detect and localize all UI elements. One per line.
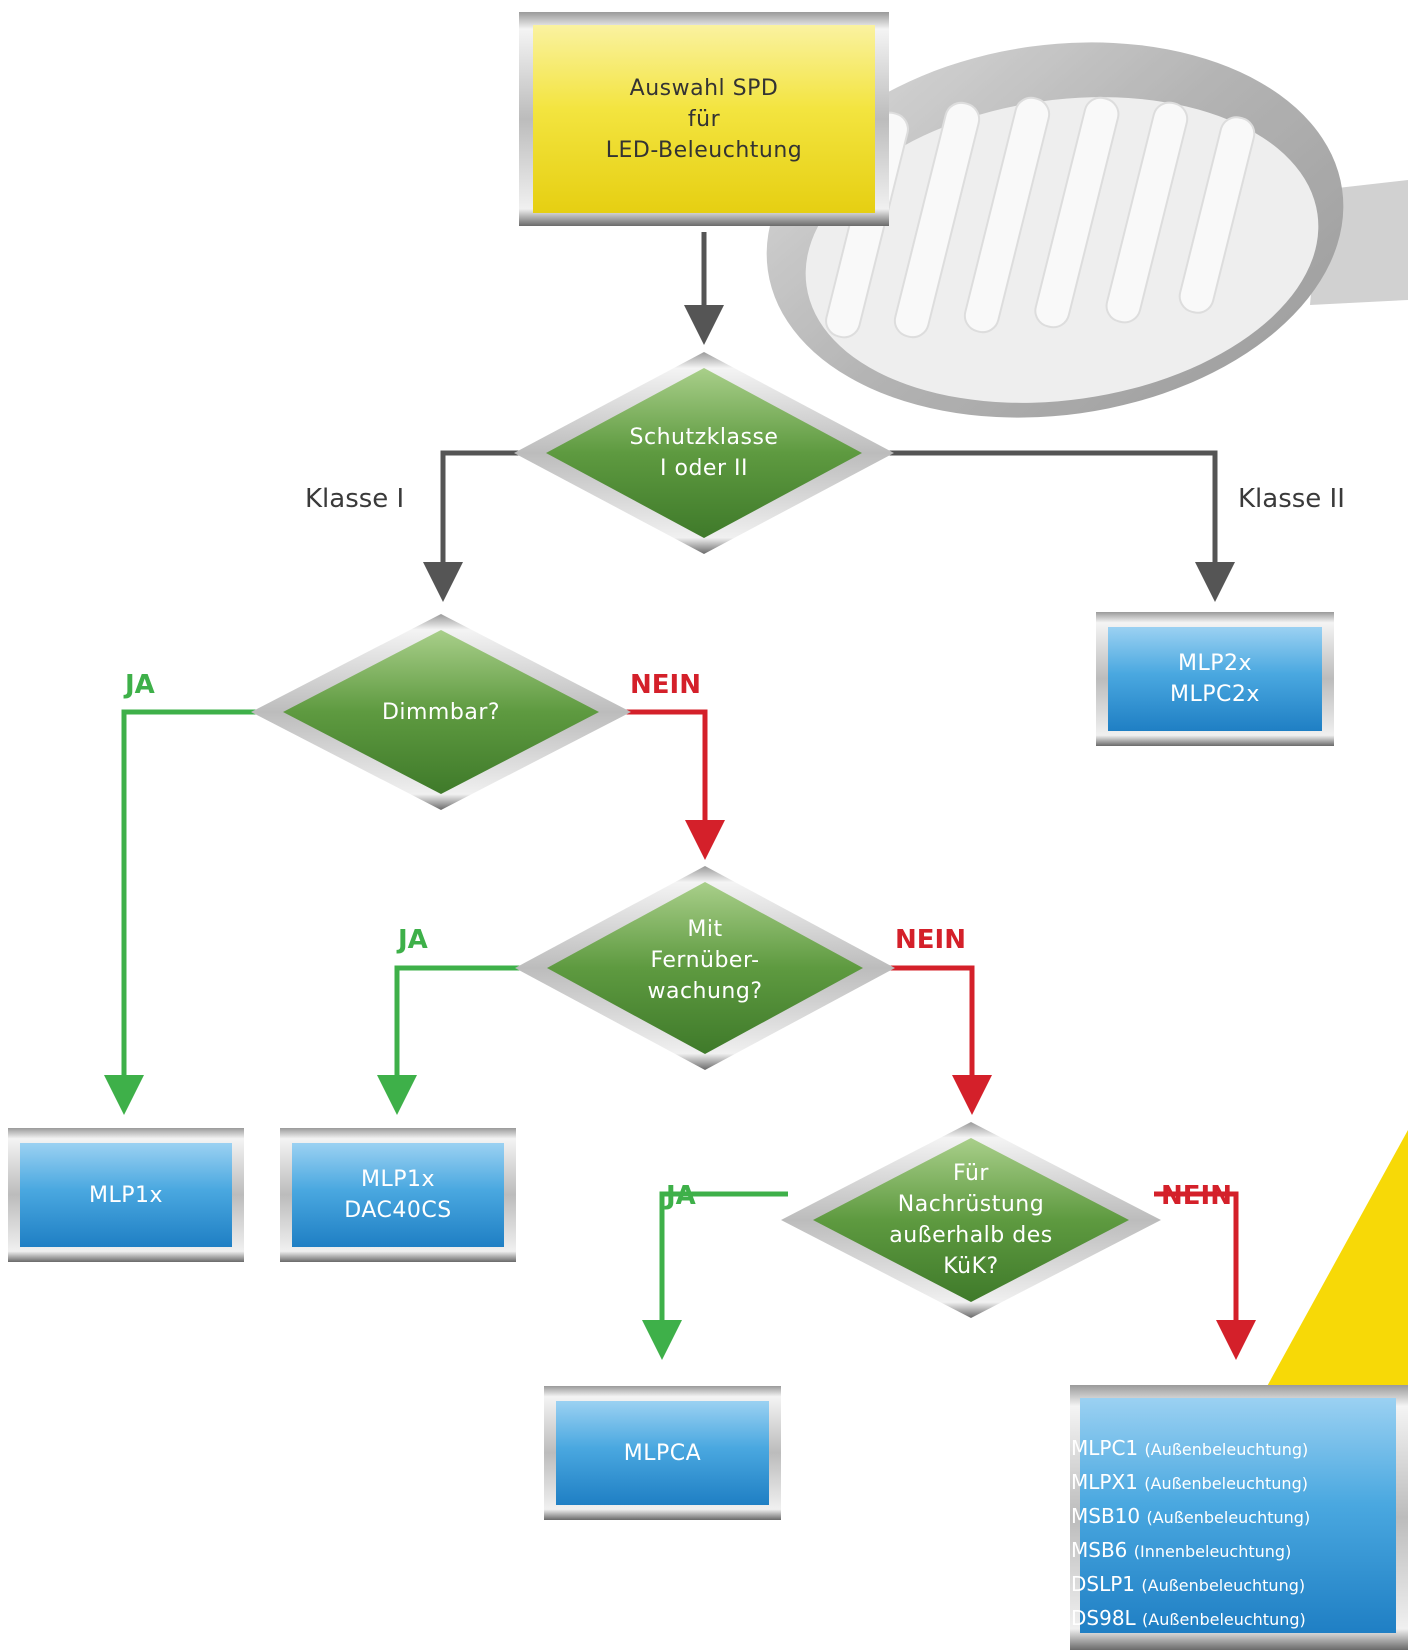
klasse1-label: Klasse I <box>305 484 405 514</box>
dimmbar-no-label: NEIN <box>630 670 701 700</box>
mlp1x-dac-line-2: DAC40CS <box>344 1198 452 1223</box>
nachr-yes-label: JA <box>666 1181 696 1211</box>
product-name: MLPX1 <box>1071 1470 1138 1494</box>
result-box-mlp1x-dac <box>280 1128 516 1262</box>
arrow-klasse1 <box>423 450 522 602</box>
product-name: DSLP1 <box>1071 1572 1136 1596</box>
product-row: MSB6 (Innenbeleuchtung) <box>1071 1534 1376 1568</box>
mlp1x-dac-label: MLP1x DAC40CS <box>292 1143 504 1247</box>
product-note: (Außenbeleuchtung) <box>1144 1440 1309 1459</box>
arrow-dimmbar-ja <box>104 709 258 1115</box>
start-line-2: für <box>687 106 721 132</box>
klasse2-label: Klasse II <box>1238 484 1345 514</box>
product-name: DS98L <box>1071 1606 1136 1630</box>
dimmbar-line-1: Dimmbar? <box>381 699 501 725</box>
product-note: (Innenbeleuchtung) <box>1133 1542 1292 1561</box>
fern-line-2: Fernüber- <box>650 947 760 973</box>
arrow-nachr-ja <box>642 1191 788 1360</box>
decision-nachruestung <box>781 1122 1161 1318</box>
nachr-line-1: Für <box>953 1161 989 1186</box>
result-box-list <box>1070 1385 1408 1650</box>
arrow-dimmbar-nein <box>624 709 725 860</box>
product-list: MLPC1 (Außenbeleuchtung) MLPX1 (Außenbel… <box>1071 1432 1376 1636</box>
nachruestung-label: Für Nachrüstung außerhalb des KüK? <box>851 1158 1091 1282</box>
start-box <box>519 12 889 226</box>
product-name: MSB6 <box>1071 1538 1128 1562</box>
mlp1x-dac-line-1: MLP1x <box>360 1167 436 1192</box>
arrow-fern-nein <box>888 965 992 1115</box>
decision-fernueberwachung <box>515 866 895 1070</box>
dimmbar-label: Dimmbar? <box>321 690 561 734</box>
mlp1x-label: MLP1x <box>20 1143 232 1247</box>
nachr-line-4: KüK? <box>943 1254 999 1279</box>
product-row: MLPX1 (Außenbeleuchtung) <box>1071 1466 1376 1500</box>
product-row: DSLP1 (Außenbeleuchtung) <box>1071 1568 1376 1602</box>
schutzklasse-line-1: Schutzklasse <box>629 425 779 450</box>
product-row: DS98L (Außenbeleuchtung) <box>1071 1602 1376 1636</box>
product-note: (Außenbeleuchtung) <box>1142 1610 1306 1629</box>
mlpca-label: MLPCA <box>556 1401 769 1505</box>
arrow-fern-ja <box>377 965 522 1115</box>
fern-line-3: wachung? <box>647 978 763 1004</box>
product-row: MLPC1 (Außenbeleuchtung) <box>1071 1432 1376 1466</box>
result-box-mlpca <box>544 1386 781 1520</box>
product-note: (Außenbeleuchtung) <box>1141 1576 1306 1595</box>
nachr-no-label: NEIN <box>1161 1181 1232 1211</box>
dimmbar-yes-label: JA <box>125 670 155 700</box>
mlpca-line-1: MLPCA <box>623 1440 702 1466</box>
mlp2x-line-2: MLPC2x <box>1170 682 1260 707</box>
start-line-3: LED-Beleuchtung <box>605 137 803 163</box>
product-name: MSB10 <box>1071 1504 1141 1528</box>
nachr-line-2: Nachrüstung <box>897 1192 1045 1217</box>
schutzklasse-label: Schutzklasse I oder II <box>584 410 824 496</box>
arrow-klasse2 <box>887 450 1235 602</box>
product-note: (Außenbeleuchtung) <box>1144 1474 1308 1493</box>
product-row: MSB10 (Außenbeleuchtung) <box>1071 1500 1376 1534</box>
fern-line-1: Mit <box>687 916 723 942</box>
decision-schutzklasse <box>514 352 894 554</box>
fern-yes-label: JA <box>398 925 428 955</box>
mlp2x-label: MLP2x MLPC2x <box>1108 627 1322 731</box>
schutzklasse-line-2: I oder II <box>660 456 748 481</box>
start-label: Auswahl SPD für LED-Beleuchtung <box>533 25 875 213</box>
arrow-nachr-nein <box>1154 1191 1256 1360</box>
product-note: (Außenbeleuchtung) <box>1146 1508 1311 1527</box>
fern-no-label: NEIN <box>895 925 966 955</box>
start-line-1: Auswahl SPD <box>629 75 779 101</box>
mlp1x-line-1: MLP1x <box>88 1182 164 1208</box>
result-box-mlp2x <box>1096 612 1334 746</box>
product-name: MLPC1 <box>1071 1436 1139 1460</box>
result-box-mlp1x <box>8 1128 244 1262</box>
nachr-line-3: außerhalb des <box>889 1223 1053 1248</box>
fernueberwachung-label: Mit Fernüber- wachung? <box>585 910 825 1010</box>
decision-dimmbar <box>251 614 631 810</box>
mlp2x-line-1: MLP2x <box>1177 651 1253 676</box>
